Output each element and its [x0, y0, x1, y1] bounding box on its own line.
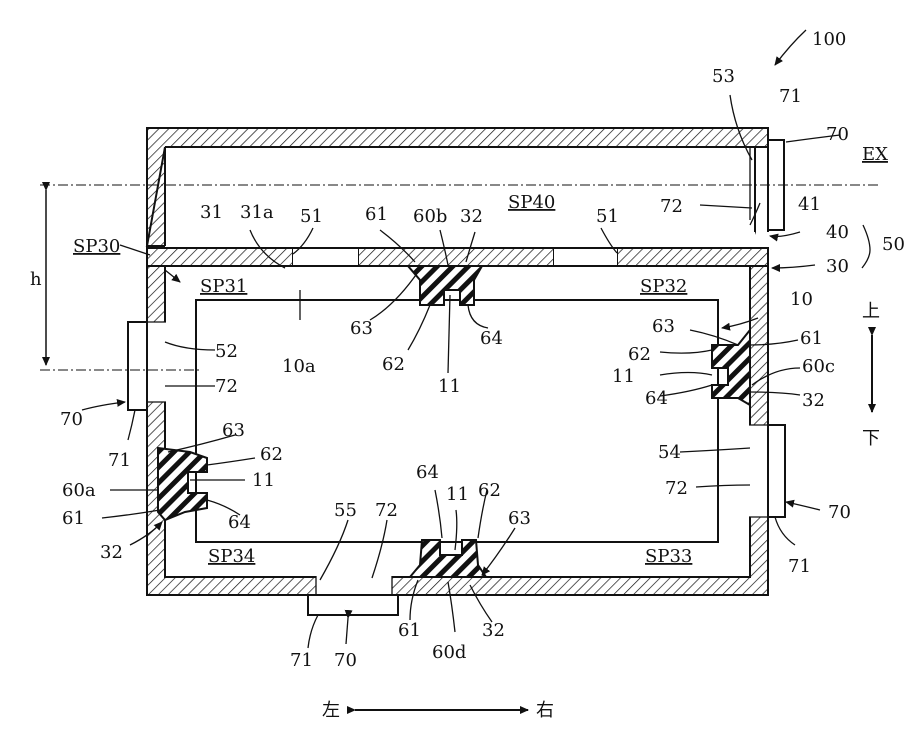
- label-72-right: 72: [665, 478, 688, 499]
- seal-member-60b: [408, 266, 482, 305]
- label-40: 40: [826, 222, 849, 243]
- label-60a: 60a: [62, 480, 96, 501]
- label-sp32: SP32: [640, 276, 687, 297]
- label-32-top: 32: [460, 206, 483, 227]
- label-51-right: 51: [596, 206, 619, 227]
- label-54: 54: [658, 442, 681, 463]
- label-sp33: SP33: [645, 546, 692, 567]
- label-71-tr: 71: [779, 86, 802, 107]
- label-64-left: 64: [228, 512, 251, 533]
- label-left: 左: [322, 700, 340, 721]
- label-up: 上: [862, 301, 880, 322]
- label-10: 10: [790, 289, 813, 310]
- label-70-tr: 70: [826, 124, 849, 145]
- fan-unit-right: [768, 425, 785, 517]
- label-31: 31: [200, 202, 223, 223]
- label-61-left: 61: [62, 508, 85, 529]
- fan-unit-bottom: [308, 595, 398, 615]
- label-60d: 60d: [432, 642, 466, 663]
- label-62-top: 62: [382, 354, 405, 375]
- label-61-right: 61: [800, 328, 823, 349]
- label-right: 右: [536, 700, 554, 721]
- label-11-top: 11: [438, 376, 461, 397]
- label-62-right: 62: [628, 344, 651, 365]
- upper-housing-40: [147, 128, 768, 249]
- label-h: h: [30, 269, 42, 290]
- label-60c: 60c: [802, 356, 835, 377]
- label-64-bottom: 64: [416, 462, 439, 483]
- label-72-bottom: 72: [375, 500, 398, 521]
- label-30: 30: [826, 256, 849, 277]
- label-53: 53: [712, 66, 735, 87]
- label-sp40: SP40: [508, 192, 555, 213]
- label-31a: 31a: [240, 202, 274, 223]
- label-down: 下: [862, 428, 880, 449]
- label-11-bottom: 11: [446, 484, 469, 505]
- internal-unit-10: [196, 300, 718, 542]
- label-62-left: 62: [260, 444, 283, 465]
- label-70-bottom: 70: [334, 650, 357, 671]
- label-11-left: 11: [252, 470, 275, 491]
- seal-member-60d: [410, 540, 486, 577]
- label-60b: 60b: [413, 206, 447, 227]
- label-100: 100: [812, 29, 846, 50]
- label-72-left: 72: [215, 376, 238, 397]
- label-32-left: 32: [100, 542, 123, 563]
- label-63-bottom: 63: [508, 508, 531, 529]
- label-64-top: 64: [480, 328, 503, 349]
- fan-unit-left: [128, 322, 147, 410]
- label-sp31: SP31: [200, 276, 247, 297]
- label-61-bottom: 61: [398, 620, 421, 641]
- label-sp34: SP34: [208, 546, 255, 567]
- label-70-left: 70: [60, 409, 83, 430]
- label-71-bottom: 71: [290, 650, 313, 671]
- label-71-left: 71: [108, 450, 131, 471]
- label-41: 41: [798, 194, 821, 215]
- label-sp30: SP30: [73, 236, 120, 257]
- label-63-left: 63: [222, 420, 245, 441]
- label-32-bottom: 32: [482, 620, 505, 641]
- label-72-top: 72: [660, 196, 683, 217]
- label-ex: EX: [862, 144, 888, 165]
- label-61-top: 61: [365, 204, 388, 225]
- label-11-right: 11: [612, 366, 635, 387]
- label-71-right: 71: [788, 556, 811, 577]
- label-70-right: 70: [828, 502, 851, 523]
- label-52: 52: [215, 341, 238, 362]
- label-32-right: 32: [802, 390, 825, 411]
- label-63-right: 63: [652, 316, 675, 337]
- label-50: 50: [882, 234, 905, 255]
- label-64-right: 64: [645, 388, 668, 409]
- label-62-bottom: 62: [478, 480, 501, 501]
- label-63-top: 63: [350, 318, 373, 339]
- partition-plates-31: [147, 248, 768, 266]
- label-10a: 10a: [282, 356, 316, 377]
- label-51-left: 51: [300, 206, 323, 227]
- label-55: 55: [334, 500, 357, 521]
